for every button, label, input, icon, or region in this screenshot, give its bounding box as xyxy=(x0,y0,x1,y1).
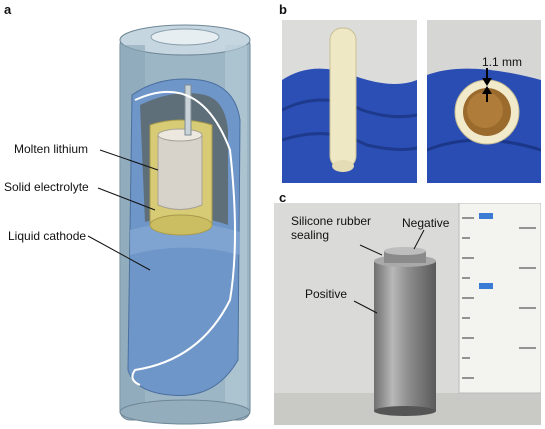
label-silicone-rubber-line2: sealing xyxy=(291,228,330,242)
photo-assembled-cell xyxy=(274,203,541,425)
panel-b-letter: b xyxy=(279,2,287,17)
label-thickness: 1.1 mm xyxy=(482,55,523,69)
label-liquid-cathode: Liquid cathode xyxy=(8,229,87,243)
label-positive: Positive xyxy=(305,287,348,301)
panel-a-letter: a xyxy=(4,2,12,17)
panel-c-letter: c xyxy=(279,190,287,205)
label-silicone-rubber-line1: Silicone rubber xyxy=(291,214,372,228)
label-solid-electrolyte: Solid electrolyte xyxy=(4,180,89,194)
photo-ceramic-tube-side xyxy=(282,20,417,183)
label-negative: Negative xyxy=(402,216,450,230)
photo-ceramic-tube-end xyxy=(427,20,541,183)
label-molten-lithium: Molten lithium xyxy=(14,142,89,156)
